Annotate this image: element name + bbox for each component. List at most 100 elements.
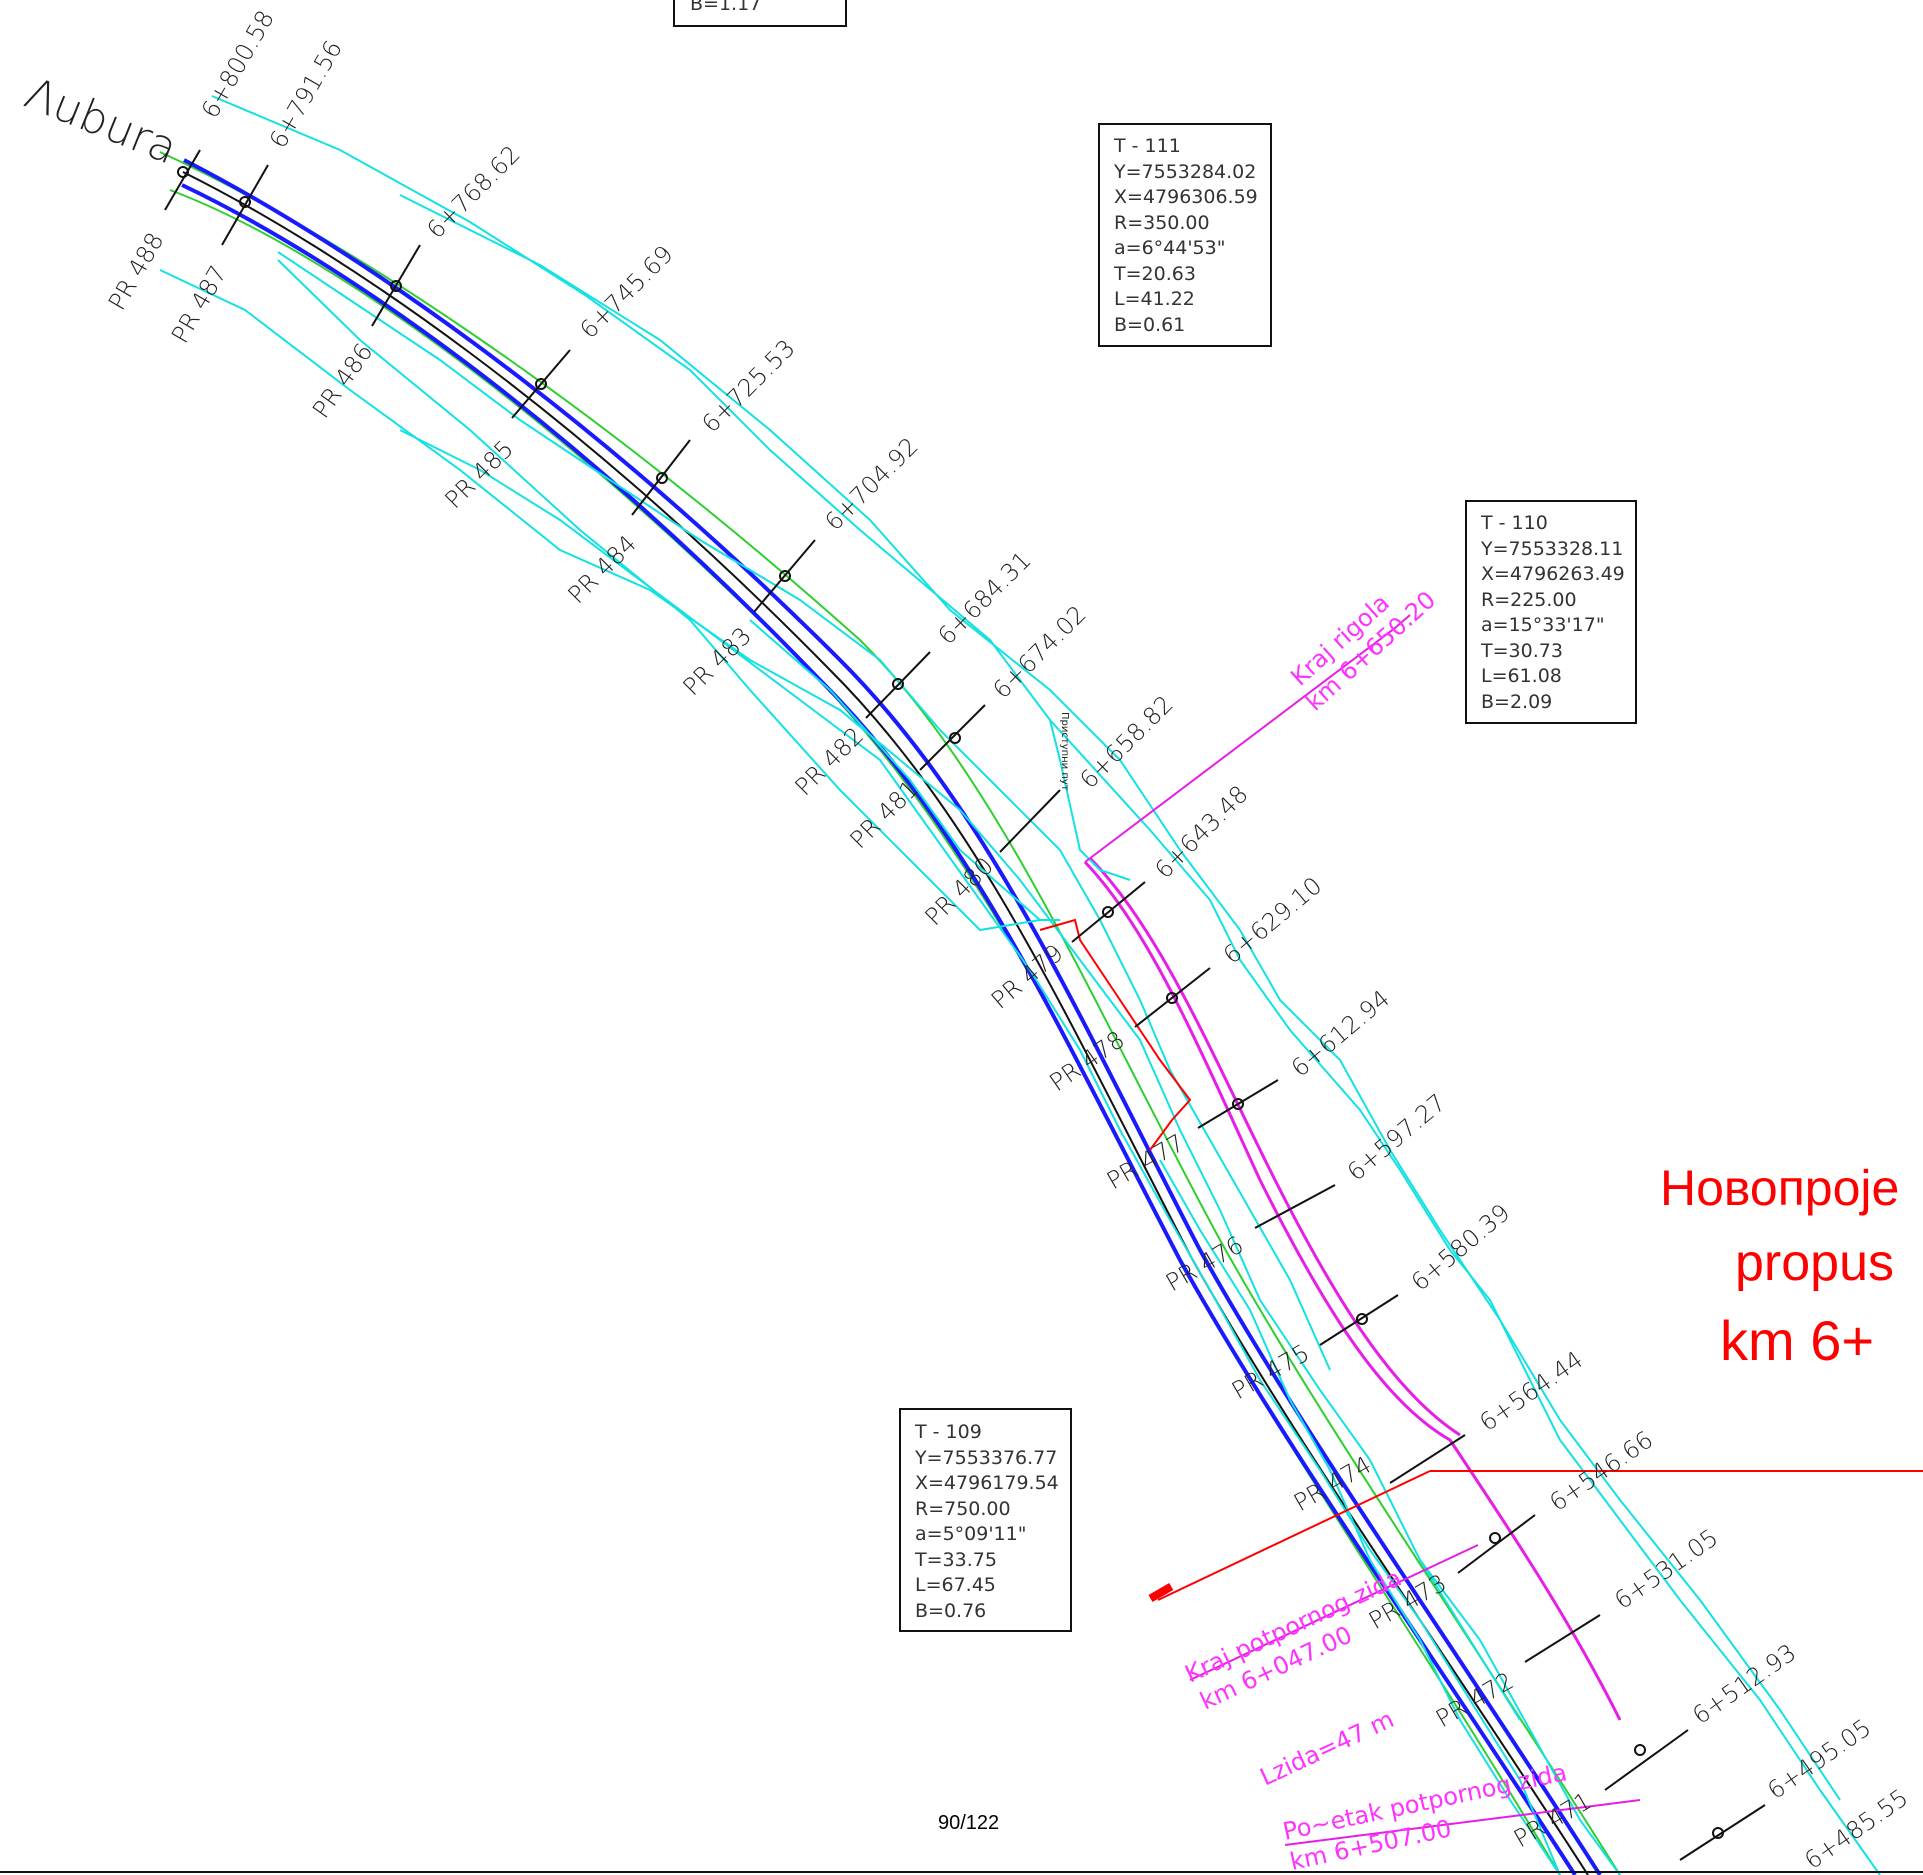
station-marker [1712, 1827, 1724, 1839]
culvert-leader-line [1157, 1470, 1923, 1601]
profile-label: PR 486 [307, 338, 378, 423]
station-marker [239, 196, 251, 208]
access-road-label: Приступни пут [1059, 712, 1070, 791]
tick-pr-484 [631, 439, 691, 516]
station-marker [177, 166, 189, 178]
curve-box-line: T - 109 [914, 1421, 982, 1443]
curve-box-line: L=61.08 [1481, 665, 1562, 687]
curve-box-line: Y=7553376.77 [914, 1447, 1057, 1469]
curve-box-line: B=0.61 [1114, 314, 1185, 336]
station-marker [390, 280, 402, 292]
tick-pr-475 [1319, 1294, 1399, 1346]
tick-pr-488 [164, 149, 201, 211]
axis-blue-2 [181, 183, 1577, 1875]
chainage-label: 6+745.69 [574, 240, 678, 344]
tick-pr-479 [1071, 881, 1146, 943]
profile-label: PR 479 [986, 939, 1069, 1015]
culvert-km: km 6+ [1720, 1309, 1874, 1372]
road-axis [181, 158, 1602, 1875]
station-marker [1166, 992, 1178, 1004]
chainage-label: 6+800.58 [196, 6, 280, 123]
culvert-annotation: Новопројe propus km 6+ [1660, 1160, 1899, 1372]
place-name: Λubura [18, 68, 184, 175]
tick-pr-473 [1457, 1514, 1536, 1574]
station-marker [1102, 906, 1114, 918]
chainage-label: 6+643.48 [1149, 780, 1253, 884]
tick-pr-478 [1134, 967, 1211, 1028]
curve-box-t111: T - 111 Y=7553284.02 X=4796306.59 R=350.… [1098, 123, 1272, 347]
chainage-label: 6+597.27 [1342, 1088, 1451, 1186]
station-markers [177, 166, 1724, 1839]
curve-box-line: T - 110 [1480, 512, 1548, 534]
red-wall-line [1039, 918, 1192, 1151]
station-marker [779, 570, 791, 582]
axis-blue-1 [183, 158, 1602, 1875]
curve-box-line: B=0.76 [915, 1600, 986, 1622]
tick-pr-485 [511, 349, 571, 419]
culvert-lines [1039, 918, 1923, 1602]
curve-box-line: a=6°44'53" [1114, 237, 1225, 259]
curve-box-line: X=4796263.49 [1481, 563, 1625, 585]
kraj-rigola-leader [1084, 614, 1411, 863]
profile-labels: PR 488 PR 487 PR 486 PR 485 PR 484 PR 48… [103, 228, 1596, 1853]
terrain-line-lower-6 [1159, 1159, 1561, 1875]
tick-pr-472 [1524, 1614, 1601, 1663]
culvert-title: Новопројe [1660, 1160, 1899, 1216]
curve-box-line: L=67.45 [915, 1574, 996, 1596]
culvert-mark [1148, 1583, 1174, 1602]
station-marker [1489, 1532, 1501, 1544]
annotation-kraj-zida: Kraj potpornog zida km 6+047.00 [1181, 1564, 1406, 1716]
cross-section-lines [159, 95, 1881, 1875]
chainage-label: 6+658.82 [1074, 690, 1178, 794]
profile-label: PR 481 [844, 775, 924, 855]
curve-box-line: X=4796306.59 [1114, 186, 1258, 208]
right-edge-line [169, 189, 1561, 1875]
curve-box-line: X=4796179.54 [915, 1472, 1059, 1494]
chainage-label: 6+564.44 [1474, 1346, 1588, 1437]
curve-box-t110: T - 110 Y=7553328.11 X=4796263.49 R=225.… [1465, 500, 1637, 724]
culvert-subtitle: propus [1735, 1234, 1894, 1292]
curve-box-line: T=30.73 [1480, 640, 1563, 662]
chainage-label: 6+768.62 [421, 140, 525, 244]
terrain-line-lower [159, 269, 1521, 1721]
page-number: 90/122 [938, 1812, 1000, 1834]
annotation-pocetak-zida: Po~etak potpornog zida km 6+507.00 [1280, 1758, 1569, 1875]
chainage-label: 6+580.39 [1406, 1198, 1515, 1296]
curve-box-line: Y=7553328.11 [1480, 538, 1623, 560]
tick-pr-486 [371, 244, 421, 327]
station-marker [1356, 1313, 1368, 1325]
curve-box-t109: T - 109 Y=7553376.77 X=4796179.54 R=750.… [899, 1408, 1072, 1632]
profile-label: PR 483 [677, 622, 757, 702]
road-edge-lines [159, 151, 1621, 1875]
tick-pr-476 [1254, 1184, 1336, 1229]
profile-label: PR 484 [562, 530, 642, 610]
terrain-line-lower-2 [277, 251, 1331, 1371]
terrain-line-upper [211, 95, 1881, 1875]
chainage-label: 6+612.94 [1286, 984, 1395, 1082]
chainage-label: 6+495.05 [1762, 1714, 1876, 1805]
tick-pr-483 [753, 539, 816, 613]
station-marker [1634, 1744, 1646, 1756]
chainage-label: 6+629.10 [1218, 871, 1327, 969]
curve-box-line: R=750.00 [915, 1498, 1011, 1520]
station-marker [949, 732, 961, 744]
profile-label: PR 488 [103, 228, 170, 315]
curve-box-line: a=15°33'17" [1481, 614, 1605, 636]
lzida-label: Lzida=47 m [1256, 1705, 1399, 1791]
tick-pr-474 [1389, 1434, 1466, 1484]
left-edge-line [159, 151, 1621, 1875]
curve-box-top-partial: B=1.17 [673, 0, 847, 27]
tick-pr-482 [865, 651, 931, 719]
profile-ticks [164, 149, 1766, 1861]
station-marker [892, 678, 904, 690]
annotation-kraj-rigola: Kraj rigola km 6+650.20 [1285, 586, 1441, 717]
curve-box-line: L=41.22 [1114, 288, 1195, 310]
profile-label: PR 480 [919, 852, 999, 932]
curve-box-line: T=33.75 [914, 1549, 997, 1571]
kraj-zida-leader [1189, 1544, 1479, 1681]
station-marker [535, 378, 547, 390]
pocetak-zida-leader [1284, 1799, 1641, 1846]
profile-label: PR 482 [789, 722, 869, 802]
curve-box-line: Y=7553284.02 [1113, 161, 1256, 183]
